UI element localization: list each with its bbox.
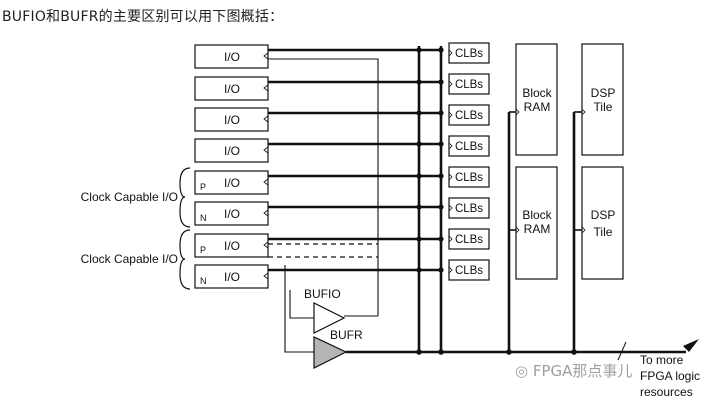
io-pin-label: N bbox=[200, 276, 207, 286]
io-label: I/O bbox=[224, 207, 240, 221]
dsp-tile-1: DSP Tile bbox=[574, 43, 624, 156]
io-block-3: I/O bbox=[194, 107, 269, 132]
io-block-8: I/O N bbox=[194, 264, 269, 289]
watermark: ◎ FPGA那点事儿 bbox=[515, 362, 633, 380]
io-pin-label: P bbox=[200, 182, 206, 192]
clb-block-5: CLBs bbox=[448, 166, 490, 188]
io-block-7: I/O P bbox=[194, 233, 269, 258]
io-block-4: I/O bbox=[194, 138, 269, 163]
svg-text:BUFIO: BUFIO bbox=[304, 287, 341, 301]
clb-block-4: CLBs bbox=[448, 135, 490, 157]
io-label: I/O bbox=[224, 176, 240, 190]
clb-block-8: CLBs bbox=[448, 259, 490, 281]
io-label: I/O bbox=[224, 144, 240, 158]
clb-label: CLBs bbox=[455, 203, 483, 215]
clb-block-3: CLBs bbox=[448, 104, 490, 126]
clb-block-2: CLBs bbox=[448, 73, 490, 95]
arrow-label-line-2: FPGA logic bbox=[640, 369, 700, 383]
svg-text:Tile: Tile bbox=[594, 225, 613, 239]
clb-label: CLBs bbox=[455, 234, 483, 246]
io-block-6: I/O N bbox=[194, 201, 269, 226]
io-clb-signal-lines bbox=[268, 47, 444, 273]
clb-label: CLBs bbox=[455, 265, 483, 277]
clb-block-7: CLBs bbox=[448, 228, 490, 250]
clb-label: CLBs bbox=[455, 110, 483, 122]
io-block-2: I/O bbox=[194, 76, 269, 101]
svg-text:RAM: RAM bbox=[524, 100, 551, 114]
clb-block-1: CLBs bbox=[448, 42, 490, 64]
arrow-label-line-3: resources bbox=[640, 385, 693, 399]
io-label: I/O bbox=[224, 50, 240, 64]
clb-label: CLBs bbox=[455, 141, 483, 153]
svg-text:DSP: DSP bbox=[591, 86, 616, 100]
clb-label: CLBs bbox=[455, 172, 483, 184]
bufr-buffer: BUFR bbox=[284, 265, 363, 369]
caption: BUFIO和BUFR的主要区别可以用下图概括： bbox=[2, 9, 284, 25]
clb-label: CLBs bbox=[455, 48, 483, 60]
block-ram-2: Block RAM bbox=[509, 166, 558, 280]
bufio-buffer: BUFIO bbox=[289, 287, 346, 334]
arrow-label-line-1: To more bbox=[640, 353, 684, 367]
io-label: I/O bbox=[224, 113, 240, 127]
io-pin-label: P bbox=[200, 245, 206, 255]
clock-capable-brace-2 bbox=[179, 229, 191, 290]
bufio-clock-net bbox=[268, 58, 379, 317]
dashed-clock-routes bbox=[268, 243, 378, 258]
bufr-output-bus bbox=[346, 339, 699, 355]
clock-capable-brace-1 bbox=[179, 167, 191, 228]
block-ram-1: Block RAM bbox=[509, 43, 558, 156]
svg-text:BUFR: BUFR bbox=[330, 328, 363, 342]
svg-text:Block: Block bbox=[522, 86, 552, 100]
svg-text:Block: Block bbox=[522, 208, 552, 222]
clock-capable-label-1: Clock Capable I/O bbox=[81, 190, 178, 204]
io-label: I/O bbox=[224, 239, 240, 253]
dsp-tile-2: DSP Tile bbox=[574, 166, 624, 280]
io-block-5: I/O P bbox=[194, 170, 269, 195]
clb-label: CLBs bbox=[455, 79, 483, 91]
io-label: I/O bbox=[224, 82, 240, 96]
svg-text:Tile: Tile bbox=[594, 100, 613, 114]
svg-text:RAM: RAM bbox=[524, 222, 551, 236]
clock-capable-label-2: Clock Capable I/O bbox=[81, 252, 178, 266]
wechat-icon: ◎ bbox=[515, 362, 533, 380]
clb-block-6: CLBs bbox=[448, 197, 490, 219]
io-blocks: I/O I/O I/O I/O I/O P I/O N I/O P I/O N bbox=[194, 44, 269, 289]
arrow-label-bracket bbox=[617, 341, 627, 361]
io-label: I/O bbox=[224, 270, 240, 284]
io-pin-label: N bbox=[200, 213, 207, 223]
svg-text:DSP: DSP bbox=[591, 208, 616, 222]
io-block-1: I/O bbox=[194, 44, 269, 69]
regional-clock-buses bbox=[417, 46, 576, 354]
